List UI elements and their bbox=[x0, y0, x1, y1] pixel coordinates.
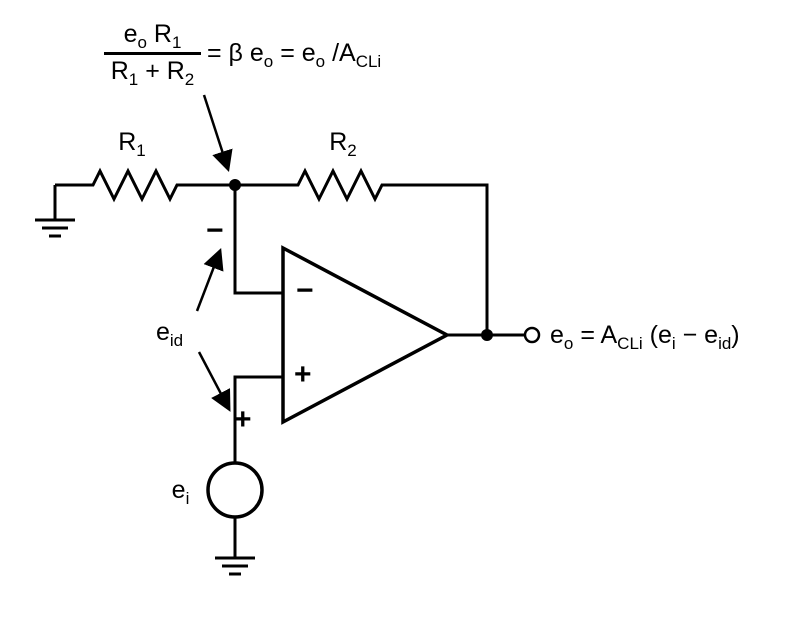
polarity-plus-label: + bbox=[234, 403, 252, 436]
r2-resistor-feedback-wire bbox=[235, 167, 489, 335]
fraction-denominator: R1 + R2 bbox=[110, 57, 195, 89]
opamp-triangle bbox=[281, 245, 451, 425]
wire-noninverting-input bbox=[233, 375, 283, 463]
polarity-minus-label: − bbox=[206, 214, 224, 247]
wire-inverting-input bbox=[233, 185, 283, 295]
opamp-inverting-input-sign: − bbox=[296, 274, 314, 307]
ei-label: ei bbox=[171, 476, 190, 508]
r2-label: R2 bbox=[329, 128, 357, 160]
fraction-bar bbox=[104, 52, 201, 55]
output-node-dot bbox=[481, 329, 493, 341]
fraction-numerator: eo R1 bbox=[123, 20, 182, 52]
opamp-noninverting-input-sign: + bbox=[294, 358, 312, 391]
output-terminal-circle bbox=[523, 326, 541, 344]
eid-arrow-to-plus bbox=[197, 351, 231, 412]
r1-label: R1 bbox=[118, 128, 146, 160]
ground-left bbox=[35, 185, 75, 238]
feedback-junction-dot bbox=[229, 179, 241, 191]
eid-label: eid bbox=[156, 318, 184, 350]
output-equation: eo = ACLi (ei − eid) bbox=[550, 321, 740, 353]
source-circle bbox=[206, 461, 264, 519]
eid-arrow-to-minus bbox=[195, 248, 224, 312]
ground-bottom bbox=[215, 556, 255, 576]
r1-resistor bbox=[55, 167, 235, 203]
formula-rhs: = β eo = eo /ACLi bbox=[207, 39, 382, 71]
formula-arrow bbox=[202, 94, 233, 173]
